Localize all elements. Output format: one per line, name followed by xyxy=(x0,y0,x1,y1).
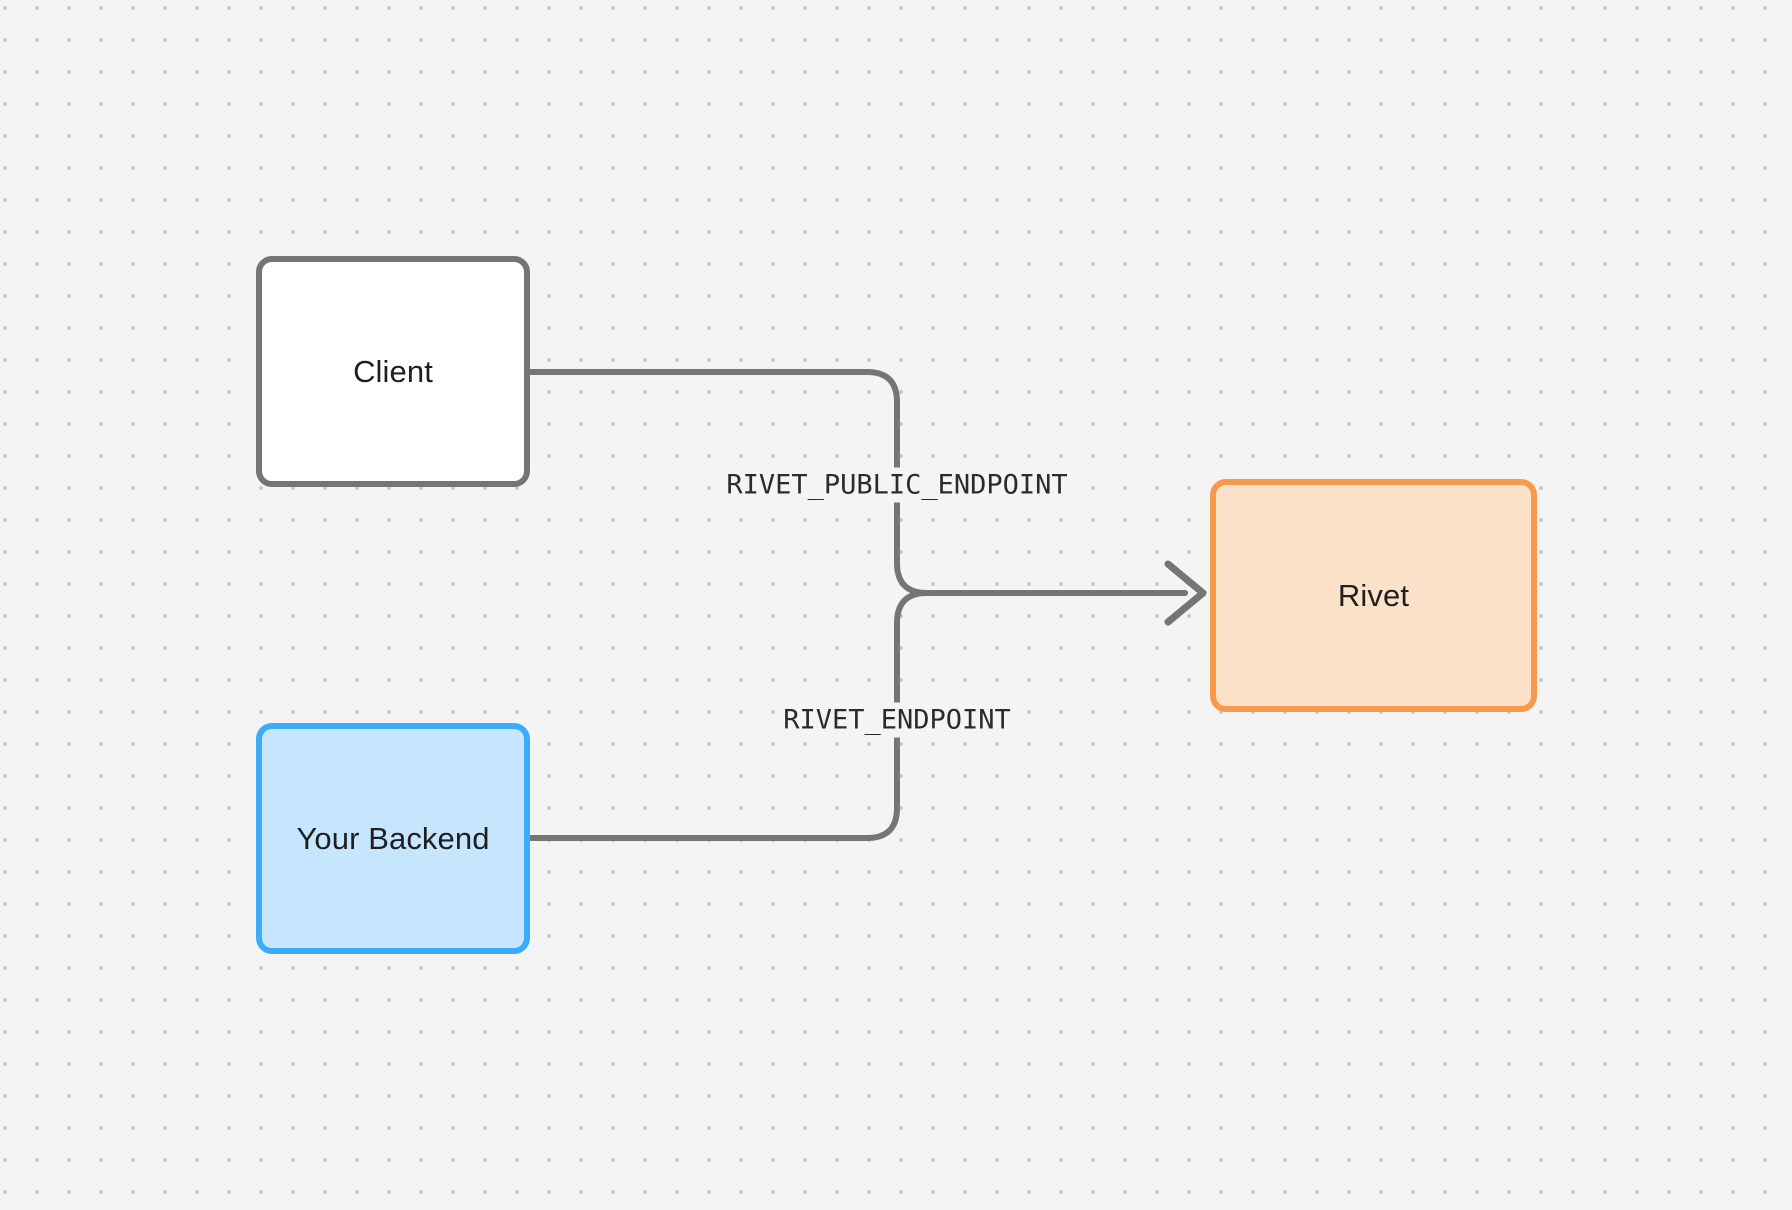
edge-label-rivet-public-endpoint: RIVET_PUBLIC_ENDPOINT xyxy=(720,467,1074,503)
node-client-label: Client xyxy=(353,353,433,389)
arrowhead-icon xyxy=(1164,560,1207,626)
edge-label-rivet-endpoint: RIVET_ENDPOINT xyxy=(777,702,1017,738)
node-rivet[interactable]: Rivet xyxy=(1210,479,1537,712)
node-your-backend-label: Your Backend xyxy=(296,820,490,856)
node-client[interactable]: Client xyxy=(256,256,530,487)
node-your-backend[interactable]: Your Backend xyxy=(256,723,530,954)
node-rivet-label: Rivet xyxy=(1337,577,1410,613)
